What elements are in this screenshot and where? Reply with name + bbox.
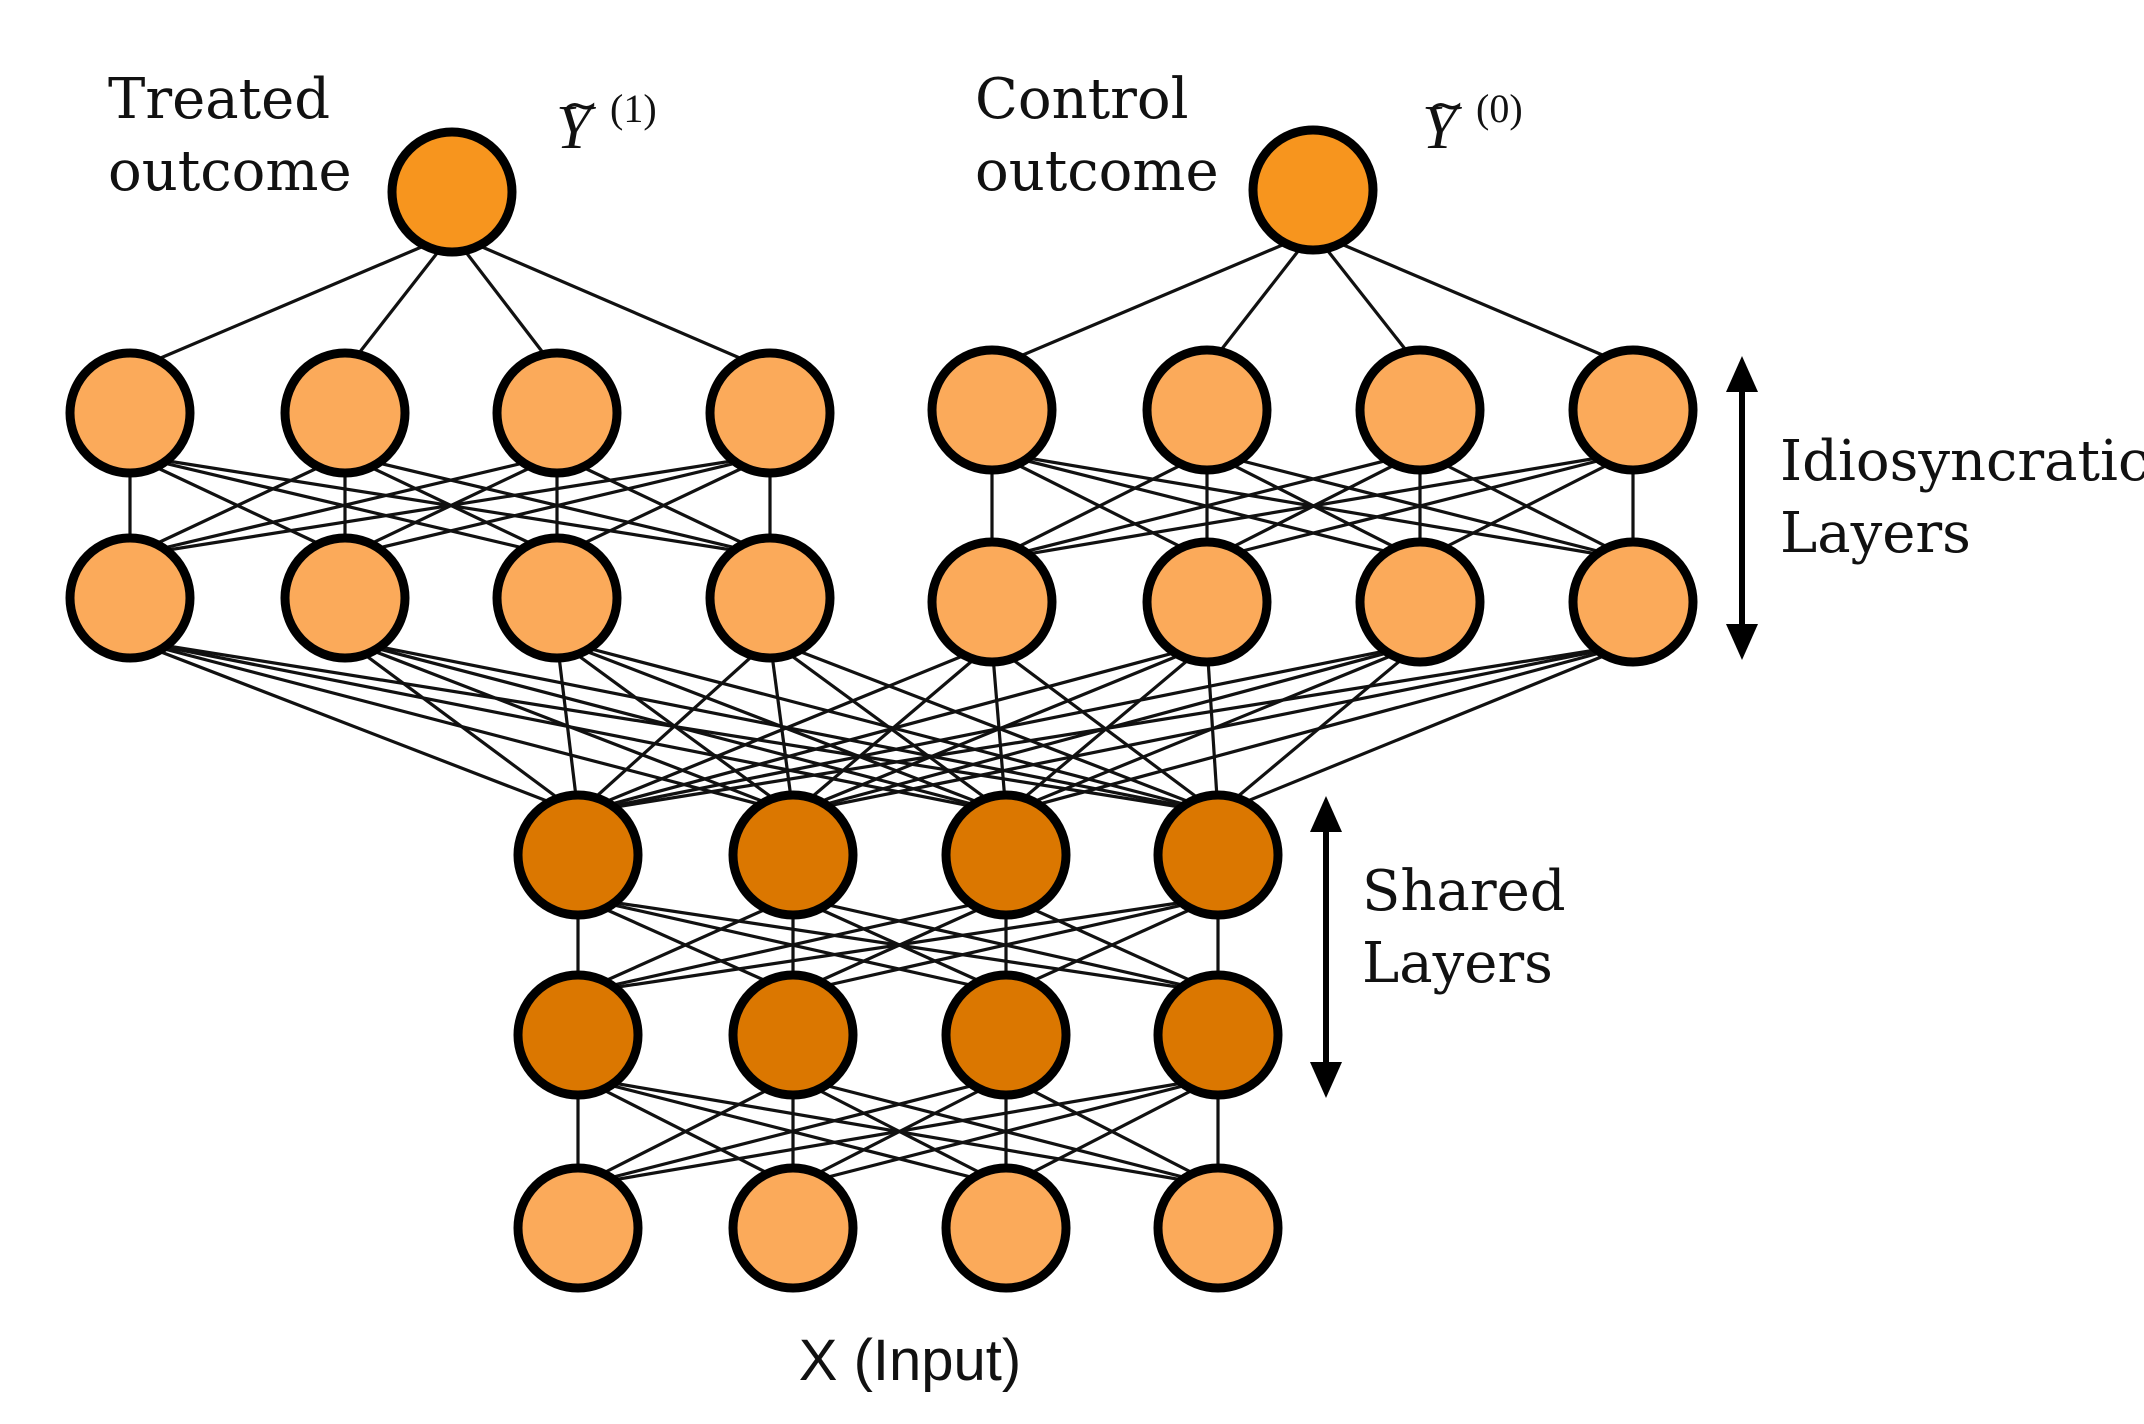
svg-text:~: ~ [562,80,599,131]
edge-treated-idio-2-4-to-shared-1-2 [768,639,795,814]
edge-treated-idio-2-4-to-shared-1-3 [769,638,1007,815]
edge-shared-1-3-to-shared-2-1 [577,895,1007,995]
treated-label-line1: Treated [108,67,330,132]
edge-control-idio-2-4-to-shared-1-1 [577,642,1634,815]
network-nodes [65,125,1698,1293]
node-treated-idio-1-3 [492,348,622,478]
node-input-1 [513,1163,643,1293]
node-treated-output-1 [387,127,517,257]
svg-text:~: ~ [1428,80,1465,131]
edge-control-output-1-to-control-idio-1-1 [991,230,1314,370]
control-symbol-letter: Y [1422,94,1462,162]
treated-outcome-symbol: ~ Y (1) [556,80,657,162]
idiosyncratic-label-line2: Layers [1780,501,1971,566]
edge-treated-idio-2-3-to-shared-1-1 [555,639,580,814]
edge-control-output-1-to-control-idio-1-2 [1205,231,1315,369]
idiosyncratic-label-line1: Idiosyncratic [1780,429,2144,494]
edge-control-idio-1-4-to-control-idio-2-3 [1419,450,1634,562]
node-control-idio-1-1 [927,345,1057,475]
node-control-idio-2-3 [1355,537,1485,667]
node-shared-1-1 [513,790,643,920]
shared-label-line2: Layers [1362,931,1553,996]
shared-label-line1: Shared [1362,859,1566,924]
node-shared-2-3 [941,970,1071,1100]
edge-control-idio-2-4-to-shared-1-2 [792,642,1634,815]
edge-control-idio-1-4-to-control-idio-2-1 [991,450,1634,562]
edge-treated-idio-2-4-to-shared-1-1 [576,638,772,815]
edge-control-idio-2-1-to-shared-1-1 [577,642,993,815]
node-treated-idio-2-3 [492,533,622,663]
control-label-line1: Control [975,67,1189,132]
treated-symbol-letter: Y [556,94,596,162]
edge-control-output-1-to-control-idio-1-3 [1311,231,1422,369]
edge-control-idio-1-3-to-control-idio-2-1 [991,450,1421,562]
node-control-idio-2-4 [1568,537,1698,667]
edge-treated-output-1-to-treated-idio-1-2 [343,233,454,372]
node-input-3 [941,1163,1071,1293]
control-label-line2: outcome [975,139,1219,204]
edge-treated-idio-1-4-to-treated-idio-2-2 [344,453,771,558]
node-shared-2-2 [728,970,858,1100]
edge-shared-1-2-to-shared-2-1 [577,895,794,995]
control-symbol-superscript: (0) [1476,86,1523,131]
edge-treated-idio-2-1-to-shared-1-1 [129,638,579,815]
edge-shared-1-4-to-shared-2-2 [792,895,1219,995]
treated-label-line2: outcome [108,139,352,204]
network-edges [128,230,1635,1188]
edge-shared-2-4-to-input-3 [1005,1075,1219,1188]
node-treated-idio-2-4 [705,533,835,663]
edge-treated-idio-1-4-to-treated-idio-2-1 [129,453,771,558]
edge-control-idio-2-3-to-shared-1-1 [577,642,1421,815]
edge-control-idio-2-4-to-shared-1-3 [1005,642,1634,815]
node-treated-idio-1-2 [280,348,410,478]
edge-treated-idio-2-4-to-shared-1-4 [769,638,1219,815]
node-control-idio-1-2 [1142,345,1272,475]
edge-control-idio-1-4-to-control-idio-2-2 [1206,450,1634,562]
edge-control-output-1-to-control-idio-1-4 [1312,230,1634,370]
edge-treated-idio-2-2-to-shared-1-1 [344,638,579,815]
edge-treated-output-1-to-treated-idio-1-3 [450,233,559,372]
node-shared-1-3 [941,790,1071,920]
edge-control-idio-2-2-to-shared-1-1 [577,642,1208,815]
node-input-4 [1153,1163,1283,1293]
node-input-2 [728,1163,858,1293]
node-treated-idio-2-2 [280,533,410,663]
control-outcome-symbol: ~ Y (0) [1422,80,1523,162]
node-treated-idio-2-1 [65,533,195,663]
node-control-idio-2-1 [927,537,1057,667]
treated-symbol-superscript: (1) [610,86,657,131]
node-shared-1-4 [1153,790,1283,920]
edge-shared-2-3-to-input-1 [577,1075,1007,1188]
node-shared-2-1 [513,970,643,1100]
node-control-output-1 [1248,125,1378,255]
edge-treated-idio-1-4-to-treated-idio-2-3 [556,453,771,558]
edge-shared-1-4-to-shared-2-1 [577,895,1219,995]
node-control-idio-1-3 [1355,345,1485,475]
node-treated-idio-1-1 [65,348,195,478]
node-control-idio-2-2 [1142,537,1272,667]
edge-control-idio-1-2-to-control-idio-2-1 [991,450,1208,562]
node-shared-2-4 [1153,970,1283,1100]
edge-treated-output-1-to-treated-idio-1-1 [129,232,453,373]
edge-shared-1-4-to-shared-2-3 [1005,895,1219,995]
input-label: X (Input) [799,1328,1021,1393]
node-shared-1-2 [728,790,858,920]
edge-treated-idio-1-3-to-treated-idio-2-1 [129,453,558,558]
shared-layers-arrow [1310,796,1342,1098]
edge-treated-idio-1-2-to-treated-idio-2-1 [129,453,346,558]
edge-shared-2-4-to-input-1 [577,1075,1219,1188]
edge-shared-2-4-to-input-2 [792,1075,1219,1188]
edge-control-idio-2-4-to-shared-1-4 [1217,642,1634,815]
edge-shared-2-2-to-input-1 [577,1075,794,1188]
idiosyncratic-layers-arrow [1726,356,1758,660]
node-control-idio-1-4 [1568,345,1698,475]
node-treated-idio-1-4 [705,348,835,478]
edge-treated-output-1-to-treated-idio-1-4 [451,232,771,373]
